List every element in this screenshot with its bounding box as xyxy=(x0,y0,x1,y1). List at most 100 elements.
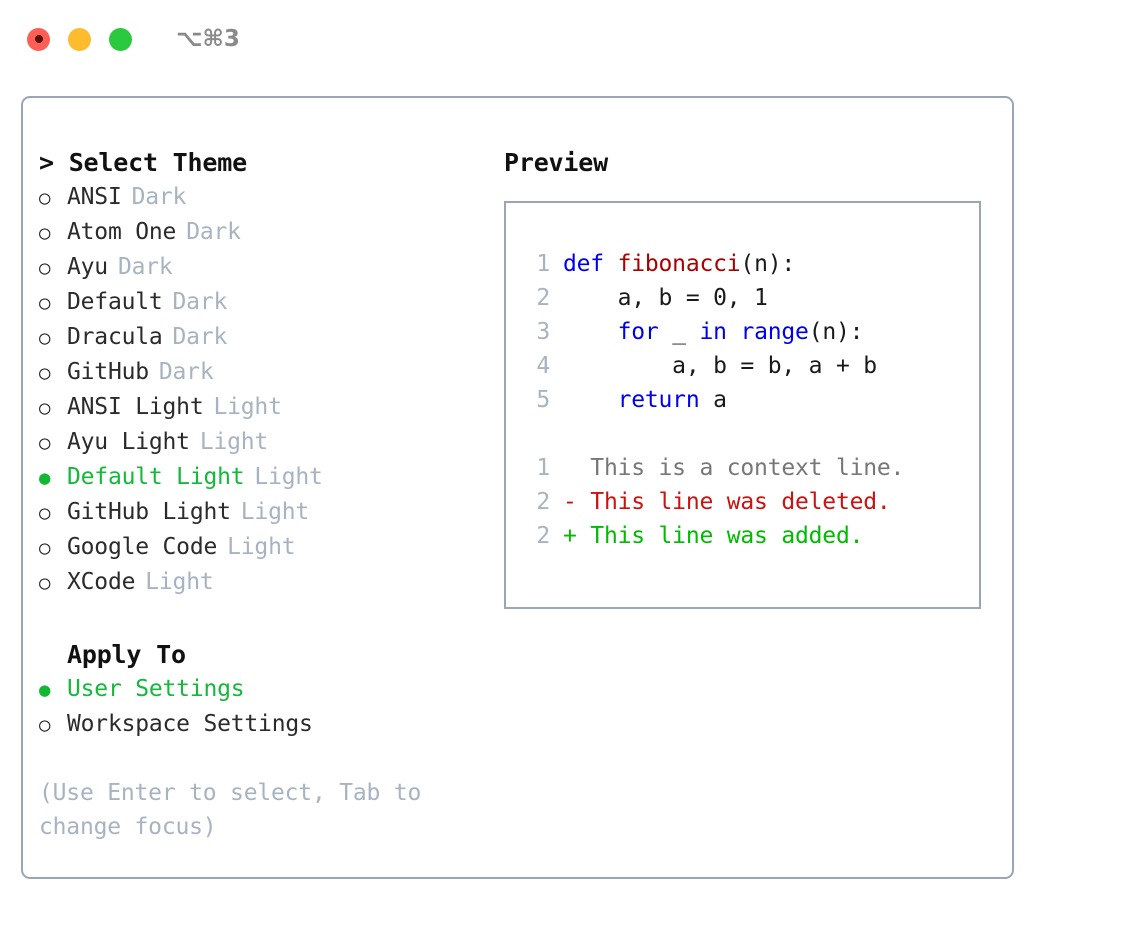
radio-unselected-icon: ○ xyxy=(39,714,51,736)
theme-option-github[interactable]: ○ GitHub Dark xyxy=(39,355,493,390)
apply-to-option-label: Workspace Settings xyxy=(67,711,313,737)
theme-variant-badge: Dark xyxy=(117,254,173,280)
apply-to-section: Apply To ●User Settings○Workspace Settin… xyxy=(39,638,493,742)
radio-unselected-icon: ○ xyxy=(39,432,51,454)
theme-option-label: Ayu Light xyxy=(67,429,190,455)
theme-option-label: ANSI Light xyxy=(67,394,204,420)
preview-heading: Preview xyxy=(504,148,608,177)
theme-option-label: GitHub Light xyxy=(67,499,231,525)
line-number: 2 xyxy=(536,285,550,311)
keyboard-hint-text: (Use Enter to select, Tab to change focu… xyxy=(39,780,422,840)
theme-variant-badge: Light xyxy=(213,394,282,420)
radio-unselected-icon: ○ xyxy=(39,502,51,524)
select-theme-heading: > Select Theme xyxy=(39,148,247,177)
theme-variant-badge: Light xyxy=(145,569,214,595)
theme-variant-badge: Dark xyxy=(172,289,228,315)
code-text: return a xyxy=(563,383,727,417)
radio-unselected-icon: ○ xyxy=(39,397,51,419)
diff-line: 1 This is a context line. xyxy=(506,451,979,485)
theme-option-ayu-light[interactable]: ○ Ayu Light Light xyxy=(39,425,493,460)
code-token: return xyxy=(617,387,700,413)
apply-to-option-user-settings[interactable]: ● User Settings xyxy=(39,672,493,707)
theme-option-label: GitHub xyxy=(67,359,149,385)
keyboard-shortcut-label: ⌥⌘3 xyxy=(176,26,240,52)
apply-to-option-list[interactable]: ● User Settings ○ Workspace Settings xyxy=(39,672,493,742)
theme-option-default[interactable]: ○ Default Dark xyxy=(39,285,493,320)
theme-variant-badge: Dark xyxy=(158,359,214,385)
radio-unselected-icon: ○ xyxy=(39,257,51,279)
code-token: def xyxy=(563,251,618,277)
radio-unselected-icon: ○ xyxy=(39,362,51,384)
radio-selected-icon: ● xyxy=(39,467,51,489)
code-token xyxy=(727,319,741,345)
code-text: a, b = b, a + b xyxy=(563,349,877,383)
diff-sample: 1 This is a context line.2- This line wa… xyxy=(506,451,979,553)
theme-option-label: Default xyxy=(67,289,163,315)
diff-line: 2- This line was deleted. xyxy=(506,485,979,519)
theme-option-label: Dracula xyxy=(67,324,163,350)
code-line: 4 a, b = b, a + b xyxy=(506,349,979,383)
code-token: (n): xyxy=(808,319,864,345)
theme-variant-badge: Light xyxy=(199,429,269,455)
apply-to-option-label: User Settings xyxy=(67,676,245,702)
radio-unselected-icon: ○ xyxy=(39,292,51,314)
theme-variant-badge: Light xyxy=(254,464,323,490)
apply-to-option-workspace-settings[interactable]: ○ Workspace Settings xyxy=(39,707,493,742)
radio-unselected-icon: ○ xyxy=(39,537,51,559)
theme-option-google-code[interactable]: ○ Google Code Light xyxy=(39,530,493,565)
radio-unselected-icon: ○ xyxy=(39,572,51,594)
radio-selected-icon: ● xyxy=(39,679,51,701)
code-line: 1 def fibonacci(n): xyxy=(506,247,979,281)
diff-text: This is a context line. xyxy=(563,455,905,481)
theme-variant-badge: Light xyxy=(227,534,296,560)
code-spacer xyxy=(506,417,979,451)
code-token: _ xyxy=(658,319,700,345)
code-text: for _ in range(n): xyxy=(563,315,864,349)
theme-option-xcode[interactable]: ○ XCode Light xyxy=(39,565,493,600)
close-window-button[interactable] xyxy=(27,27,50,51)
code-token: a xyxy=(699,387,727,413)
code-line: 3 for _ in range(n): xyxy=(506,315,979,349)
theme-option-ansi[interactable]: ○ ANSI Dark xyxy=(39,180,493,215)
code-token: (n): xyxy=(740,251,796,277)
minimize-window-button[interactable] xyxy=(68,27,91,51)
radio-unselected-icon: ○ xyxy=(39,222,51,244)
code-token: a, b = b, a + b xyxy=(563,353,877,379)
code-token: a, b = 0, 1 xyxy=(563,285,768,311)
theme-option-label: Google Code xyxy=(67,534,218,560)
code-line: 2 a, b = 0, 1 xyxy=(506,281,979,315)
code-token: in xyxy=(699,319,727,345)
code-token: for xyxy=(617,319,659,345)
line-number: 1 xyxy=(536,455,550,481)
theme-variant-badge: Dark xyxy=(186,219,241,245)
theme-option-label: ANSI xyxy=(67,184,122,210)
radio-unselected-icon: ○ xyxy=(39,187,51,209)
code-token xyxy=(563,387,618,413)
maximize-window-button[interactable] xyxy=(109,27,132,51)
line-number: 2 xyxy=(536,489,550,515)
theme-option-label: Default Light xyxy=(67,464,245,490)
line-number: 4 xyxy=(536,353,550,379)
theme-variant-badge: Dark xyxy=(131,184,187,210)
theme-option-default-light[interactable]: ● Default Light Light xyxy=(39,460,493,495)
line-number: 1 xyxy=(536,251,550,277)
theme-option-label: XCode xyxy=(67,569,136,595)
theme-option-ansi-light[interactable]: ○ ANSI Light Light xyxy=(39,390,493,425)
diff-text: + This line was added. xyxy=(563,523,864,549)
code-text: def fibonacci(n): xyxy=(563,247,795,281)
code-line: 5 return a xyxy=(506,383,979,417)
window-titlebar: ⌥⌘3 xyxy=(0,0,1140,78)
code-token: fibonacci xyxy=(617,251,741,277)
theme-variant-badge: Dark xyxy=(172,324,228,350)
line-number: 5 xyxy=(536,387,550,413)
diff-line: 2+ This line was added. xyxy=(506,519,979,553)
